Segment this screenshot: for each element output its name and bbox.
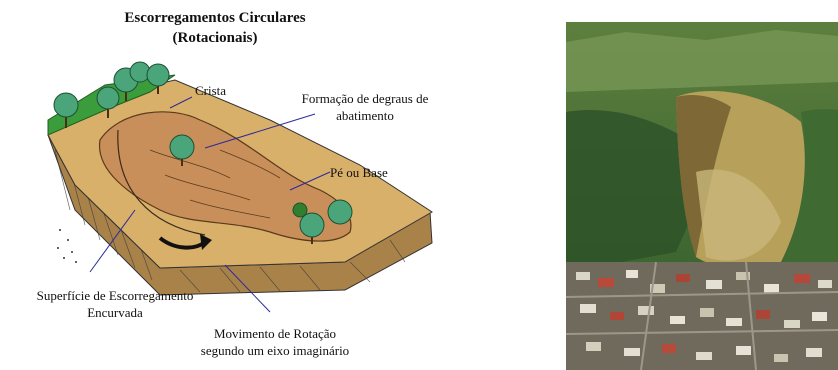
landslide-diagram (47, 61, 433, 313)
soil-dots (57, 229, 77, 263)
photo-streets (566, 261, 838, 370)
rotation-arrow-head (200, 234, 212, 250)
label-movimento-line1: Movimento de Rotação (213, 326, 337, 341)
slide-mass (98, 111, 352, 242)
photo-ridge (566, 30, 838, 92)
label-degraus-line1: Formação de degraus de (301, 91, 429, 106)
pointer-lines (89, 96, 331, 313)
tree-trunks (65, 86, 313, 244)
label-pe-base: Pé ou Base (330, 165, 388, 180)
photo-debris (696, 169, 781, 261)
label-superficie-line2: Encurvada (87, 305, 143, 320)
slide-step-lines (149, 149, 281, 219)
landslide-photo (566, 22, 838, 370)
photo-right-hill (781, 109, 838, 267)
label-crista: Crista (195, 83, 227, 98)
label-superficie-line1: Superfície de Escorregamento (36, 288, 194, 303)
diagram-title-line1: Escorregamentos Circulares (124, 10, 306, 26)
label-movimento-line2: segundo um eixo imaginário (200, 343, 350, 358)
slip-surface-curve (117, 129, 206, 236)
label-degraus-line2: abatimento (336, 108, 394, 123)
trees (53, 61, 353, 238)
photo-houses (576, 270, 832, 362)
diagram-title-line2: (Rotacionais) (172, 30, 258, 46)
